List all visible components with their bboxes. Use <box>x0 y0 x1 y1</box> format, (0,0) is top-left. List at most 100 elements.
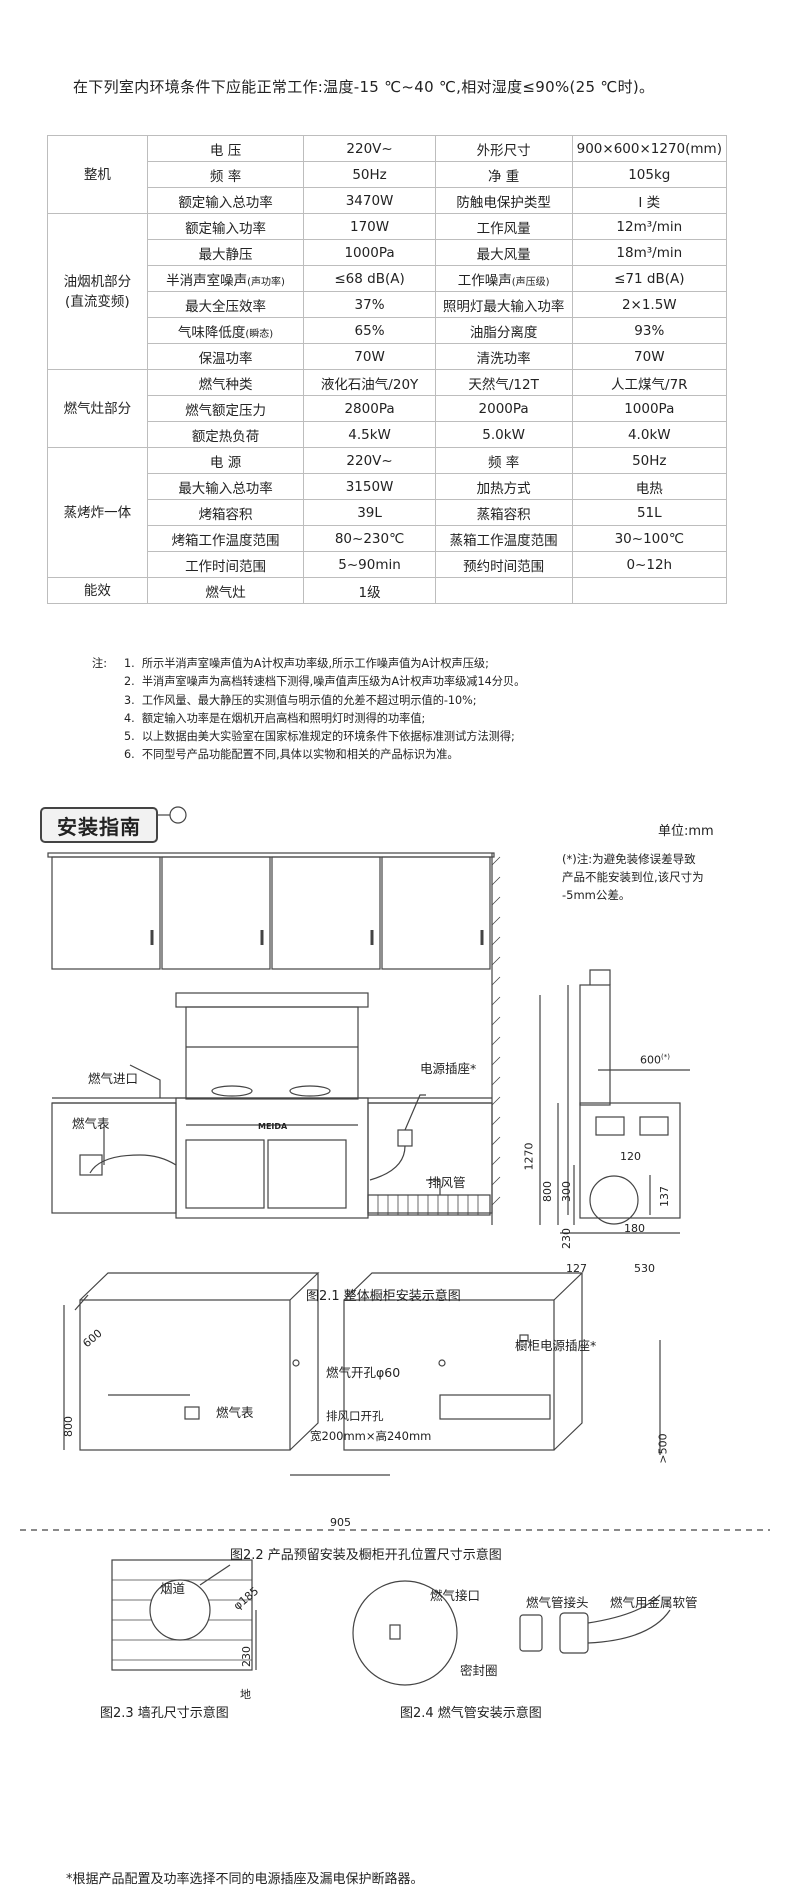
spec-cell: 1级 <box>303 577 436 604</box>
exhaust-pipe <box>367 1194 491 1216</box>
installation-diagrams <box>20 806 770 1686</box>
spec-cell: 燃气种类 <box>146 369 305 396</box>
spec-cell: 3150W <box>303 473 436 500</box>
dim-600-note: (*) <box>661 1053 670 1061</box>
spec-cell: 外形尺寸 <box>434 135 573 162</box>
dim-800: 800 <box>541 1181 554 1202</box>
spec-cell: 220V~ <box>303 447 436 474</box>
group-stove: 燃气灶部分 <box>47 369 148 448</box>
note-num: 4. <box>124 711 135 725</box>
dim-180: 180 <box>624 1222 645 1235</box>
fig22-exhaust-hole-label-1: 排风口开孔 <box>326 1409 384 1423</box>
group-efficiency: 能效 <box>47 577 148 604</box>
spec-cell: 照明灯最大输入功率 <box>434 291 573 318</box>
spec-cell: 70W <box>571 343 728 370</box>
gas-meter <box>79 1154 103 1176</box>
note-text: 额定输入功率是在烟机开启高档和照明灯时测得的功率值; <box>141 711 426 725</box>
note-text: 工作风量、最大静压的实测值与明示值的允差不超过明示值的-10%; <box>141 693 477 707</box>
power-cord <box>369 1145 406 1181</box>
spec-cell: 39L <box>303 499 436 526</box>
spec-cell: ≤71 dB(A) <box>571 265 728 292</box>
group-hood-line1: 油烟机部分 <box>63 273 132 290</box>
fig22-gas-meter <box>184 1406 200 1420</box>
spec-cell: 额定热负荷 <box>146 421 305 448</box>
fig24-hose-label: 燃气用金属软管 <box>610 1595 698 1610</box>
spec-cell: 额定输入功率 <box>146 213 305 240</box>
spec-note: (瞬态) <box>245 328 274 340</box>
spec-cell: 燃气额定压力 <box>146 395 305 422</box>
socket-leader <box>404 1094 426 1131</box>
fig23-dim-185 <box>199 1564 231 1586</box>
spec-cell: 电热 <box>571 473 728 500</box>
spec-cell: 蒸箱工作温度范围 <box>434 525 573 552</box>
spec-cell: 4.5kW <box>303 421 436 448</box>
fig24-connector-label: 燃气管接头 <box>526 1595 589 1610</box>
spec-cell: 5.0kW <box>434 421 573 448</box>
power-socket <box>397 1129 413 1147</box>
spec-cell: 加热方式 <box>434 473 573 500</box>
notes-lead: 注: <box>92 657 107 670</box>
spec-cell: 1000Pa <box>303 239 436 266</box>
group-hood-line2: (直流变频) <box>65 293 130 310</box>
spec-cell: 蒸箱容积 <box>434 499 573 526</box>
upper-cabinet-4 <box>381 856 491 970</box>
dim-1270: 1270 <box>522 1142 536 1171</box>
fig24-caption: 图2.4 燃气管安装示意图 <box>400 1706 542 1721</box>
spec-cell <box>571 577 728 604</box>
burner-right <box>289 1085 331 1097</box>
spec-cell: 烤箱容积 <box>146 499 305 526</box>
spec-cell: 油脂分离度 <box>434 317 573 344</box>
upper-cabinet-top <box>47 852 495 858</box>
spec-cell: 防触电保护类型 <box>434 187 573 214</box>
spec-cell: 气味降低度(瞬态) <box>146 317 305 344</box>
spec-cell: 2×1.5W <box>571 291 728 318</box>
spec-cell: 1000Pa <box>571 395 728 422</box>
spec-cell: 电 源 <box>146 447 305 474</box>
spec-cell: 70W <box>303 343 436 370</box>
note-num: 6. <box>124 748 135 762</box>
note-num: 5. <box>124 730 135 744</box>
spec-cell <box>434 577 573 604</box>
spec-cell: 最大风量 <box>434 239 573 266</box>
note-text: 以上数据由美大实验室在国家标准规定的环境条件下依据标准测试方法测得; <box>141 730 515 744</box>
dim-137: 137 <box>658 1186 671 1207</box>
label-exhaust-pipe: 排风管 <box>428 1175 466 1190</box>
side-panel-2 <box>639 1116 669 1136</box>
spec-cell: 4.0kW <box>571 421 728 448</box>
wall-hole <box>149 1579 211 1641</box>
spec-cell: 51L <box>571 499 728 526</box>
note-num: 1. <box>124 657 135 670</box>
fig24-seal-label: 密封圈 <box>460 1663 498 1678</box>
spec-cell: 燃气灶 <box>146 577 305 604</box>
spec-cell: 最大全压效率 <box>146 291 305 318</box>
spec-note: (声功率) <box>247 276 285 288</box>
unit-label: 单位:mm <box>658 824 714 839</box>
wall-hatch <box>491 856 501 1206</box>
section-title: 安装指南 <box>40 807 158 843</box>
fig23-flue-label: 烟道 <box>160 1581 186 1596</box>
spec-cell: 频 率 <box>434 447 573 474</box>
fig22-gas-hole-left <box>292 1359 300 1367</box>
dim-127: 127 <box>566 1262 587 1275</box>
spec-table: 整机 电 压 220V~ 外形尺寸 900×600×1270(mm) 频 率 5… <box>47 135 728 604</box>
right-base-cabinet <box>367 1102 493 1214</box>
hood-top <box>175 992 369 1008</box>
spec-cell: 2000Pa <box>434 395 573 422</box>
spec-cell: 0~12h <box>571 551 728 578</box>
fig22-socket-label: 橱柜电源插座* <box>515 1338 597 1353</box>
side-exhaust-outlet <box>589 1175 639 1225</box>
fig24-hose <box>587 1594 661 1624</box>
upper-cabinet-2 <box>161 856 271 970</box>
label-gas-meter: 燃气表 <box>72 1116 110 1131</box>
spec-cell: 人工煤气/7R <box>571 369 728 396</box>
spec-cell: 清洗功率 <box>434 343 573 370</box>
spec-cell: 50Hz <box>303 161 436 188</box>
fig23-ground-label: 地 <box>240 1688 251 1701</box>
spec-cell: 30~100℃ <box>571 525 728 552</box>
fig22-caption: 图2.2 产品预留安装及橱柜开孔位置尺寸示意图 <box>230 1548 502 1563</box>
dim-120: 120 <box>620 1150 641 1163</box>
fig22-gas-hole-label: 燃气开孔φ60 <box>326 1365 401 1380</box>
fig21-caption: 图2.1 整体橱柜安装示意图 <box>306 1289 461 1304</box>
spec-cell: 烤箱工作温度范围 <box>146 525 305 552</box>
note-num: 3. <box>124 693 135 707</box>
